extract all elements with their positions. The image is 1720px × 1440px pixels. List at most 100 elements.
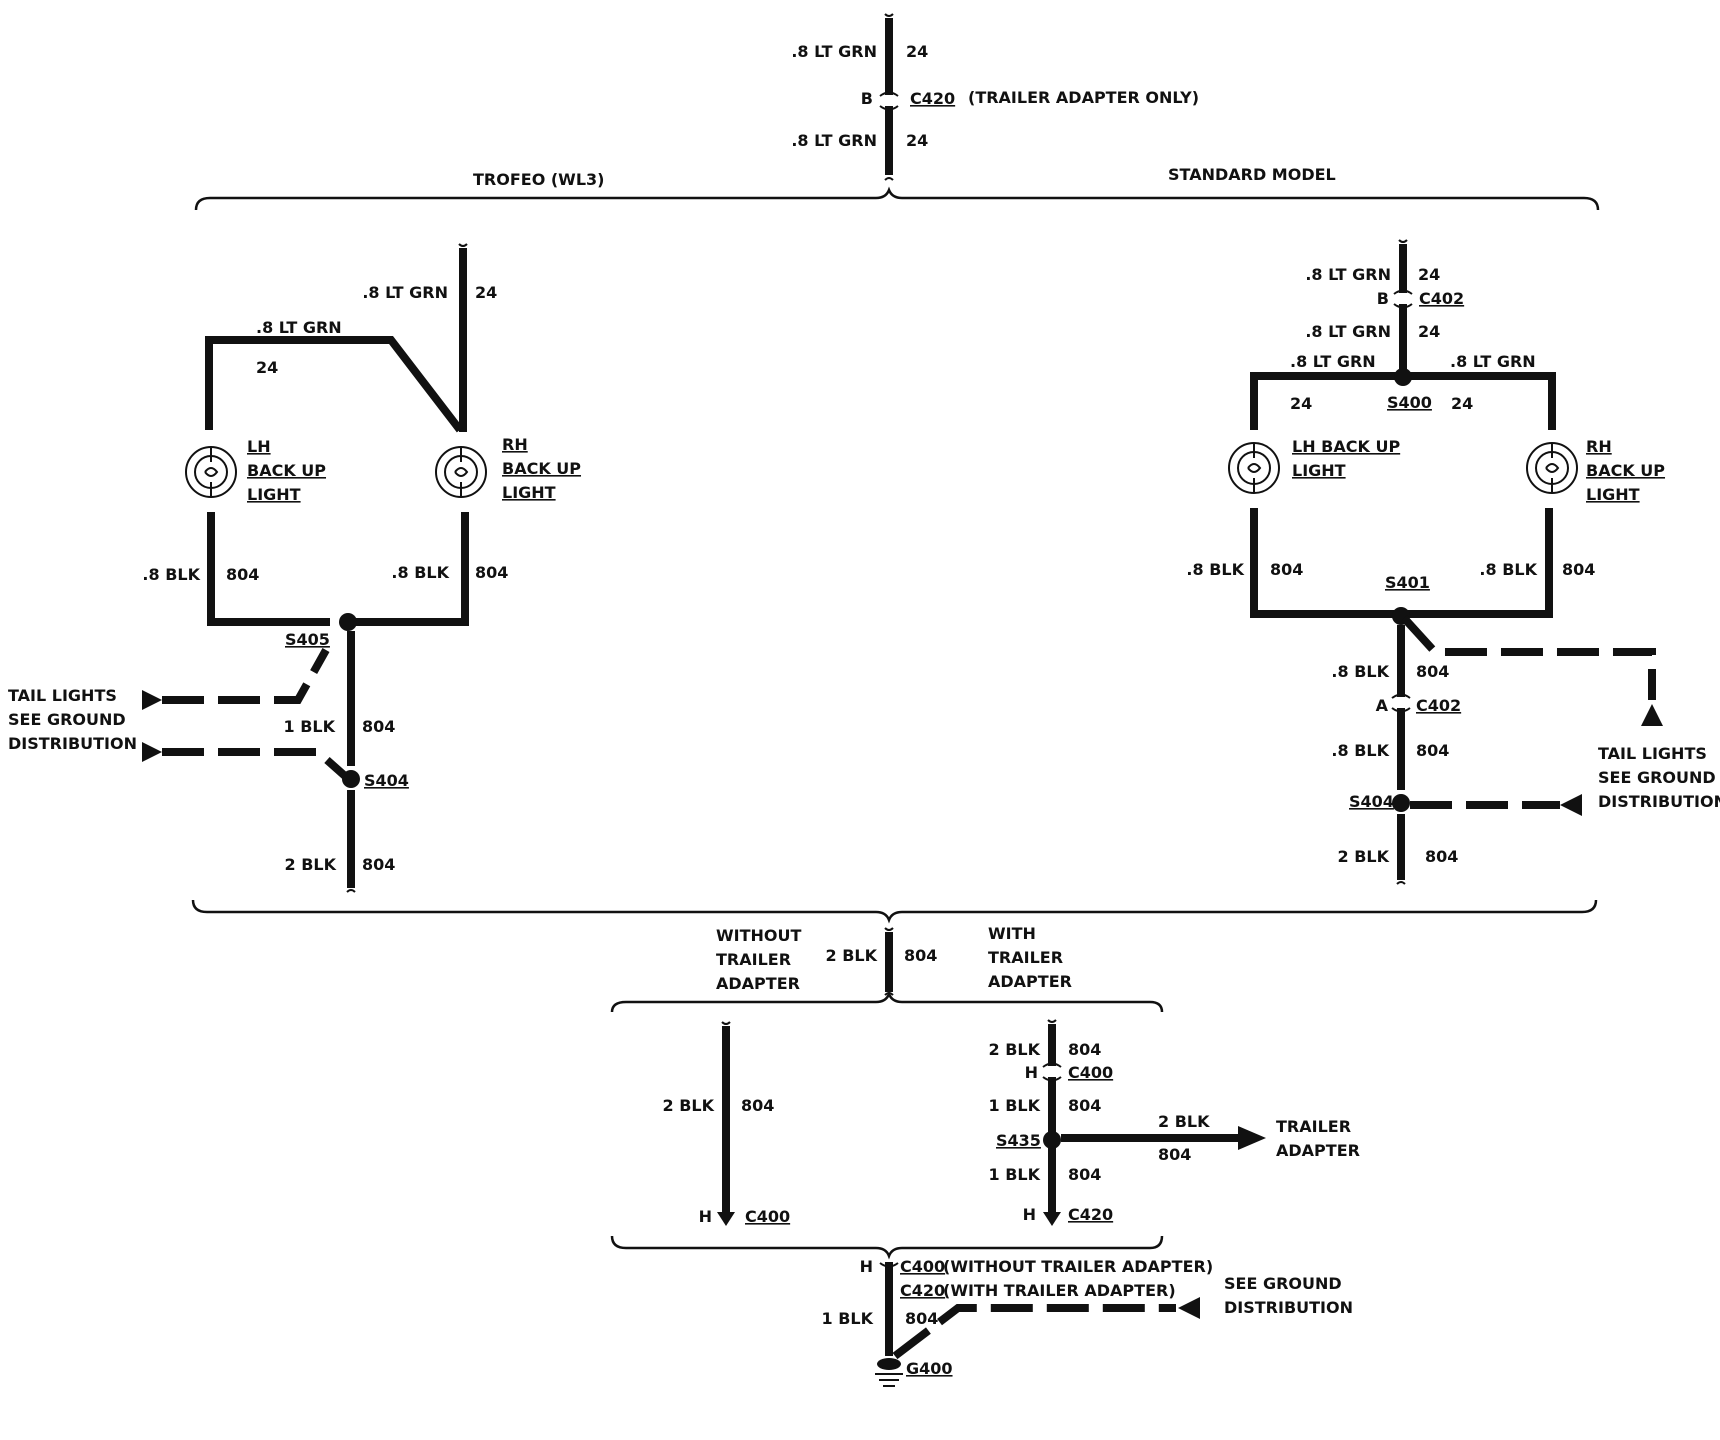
standard-tail-line3: DISTRIBUTION <box>1598 792 1720 811</box>
standard-lh-ground-circuit: 804 <box>1270 560 1303 579</box>
c420-note: (TRAILER ADAPTER ONLY) <box>968 88 1199 107</box>
trofeo-rh-line1: RH <box>502 435 528 454</box>
wire-break-icon <box>884 13 894 181</box>
with-wire2-size: 1 BLK <box>989 1096 1041 1115</box>
merge-wire-circuit: 804 <box>904 946 937 965</box>
standard-tail-dashed-top <box>1401 615 1656 700</box>
trofeo-tail-line2: SEE GROUND <box>8 710 126 729</box>
standard-feed-size: .8 LT GRN <box>1305 265 1391 284</box>
wire-break-icon <box>721 1021 731 1025</box>
connector-icon <box>879 1262 899 1268</box>
standard-right-branch-size: .8 LT GRN <box>1450 352 1536 371</box>
standard-wire-b-size: .8 BLK <box>1331 741 1389 760</box>
standard-lh-line2: LIGHT <box>1292 461 1346 480</box>
trofeo-splice-s404: S404 <box>364 771 409 790</box>
see-ground-line1: SEE GROUND <box>1224 1274 1342 1293</box>
ground-brace <box>610 1235 1164 1260</box>
arrow-icon <box>1238 1126 1266 1150</box>
section-brace <box>194 186 1600 211</box>
with-wire3-size: 1 BLK <box>989 1165 1041 1184</box>
bulb-icon <box>1526 442 1578 494</box>
ground-dashed <box>892 1304 1176 1360</box>
connector-icon <box>1391 693 1411 713</box>
trofeo-circuit: .8 LT GRN 24 .8 LT GRN 24 LH BACK UP LIG… <box>8 243 581 893</box>
standard-rh-ground-size: .8 BLK <box>1479 560 1537 579</box>
standard-rh-ground-circuit: 804 <box>1562 560 1595 579</box>
trofeo-cross-size: .8 LT GRN <box>256 318 342 337</box>
top-wire-lower-circuit: 24 <box>906 131 928 150</box>
splice-dot <box>339 613 357 631</box>
standard-tail-line1: TAIL LIGHTS <box>1598 744 1707 763</box>
connector-icon <box>1043 1212 1061 1226</box>
wire-break-icon <box>1396 881 1406 885</box>
with-conn2-id: C420 <box>1068 1205 1113 1224</box>
standard-rh-line3: LIGHT <box>1586 485 1640 504</box>
standard-feed2-size: .8 LT GRN <box>1305 322 1391 341</box>
top-trunk: .8 LT GRN 24 B C420 (TRAILER ADAPTER ONL… <box>791 13 1199 181</box>
standard-c402a-id: C402 <box>1416 696 1461 715</box>
connector-icon <box>1393 289 1413 309</box>
standard-splice-s400: S400 <box>1387 393 1432 412</box>
c420-id: C420 <box>910 89 955 108</box>
ground-wire-circuit: 804 <box>905 1309 938 1328</box>
trofeo-rh-ground-size: .8 BLK <box>391 563 449 582</box>
section-label-standard: STANDARD MODEL <box>1168 165 1336 184</box>
top-wire-upper-size: .8 LT GRN <box>791 42 877 61</box>
trofeo-cross-circuit: 24 <box>256 358 278 377</box>
adapter-label-line2: ADAPTER <box>1276 1141 1360 1160</box>
top-wire-upper-circuit: 24 <box>906 42 928 61</box>
standard-splice-s401: S401 <box>1385 573 1430 592</box>
trofeo-tail-dashed-1 <box>162 648 330 704</box>
trofeo-lh-line2: BACK UP <box>247 461 326 480</box>
trofeo-rh-ground-circuit: 804 <box>475 563 508 582</box>
wire-break-icon <box>346 889 356 893</box>
ground-note-without: (WITHOUT TRAILER ADAPTER) <box>943 1257 1213 1276</box>
trofeo-out-size: 2 BLK <box>285 855 337 874</box>
with-wire3-circuit: 804 <box>1068 1165 1101 1184</box>
section-label-trofeo: TROFEO (WL3) <box>473 170 604 189</box>
adapter-wire-circuit: 804 <box>1158 1145 1191 1164</box>
splice-dot <box>1394 368 1412 386</box>
bulb-icon <box>1228 442 1280 494</box>
arrow-icon <box>1178 1297 1200 1319</box>
trailer-section: 2 BLK 804 WITHOUT TRAILER ADAPTER WITH T… <box>610 924 1360 1260</box>
standard-rh-line2: BACK UP <box>1586 461 1665 480</box>
ground-wire-size: 1 BLK <box>822 1309 874 1328</box>
adapter-wire-size: 2 BLK <box>1158 1112 1210 1131</box>
with-line2: TRAILER <box>988 948 1063 967</box>
with-splice-s435: S435 <box>996 1131 1041 1150</box>
standard-c402-pin: B <box>1377 289 1389 308</box>
standard-out-circuit: 804 <box>1425 847 1458 866</box>
trofeo-lh-ground-size: .8 BLK <box>142 565 200 584</box>
standard-out-size: 2 BLK <box>1338 847 1390 866</box>
arrow-icon <box>1641 704 1663 726</box>
without-line2: TRAILER <box>716 950 791 969</box>
standard-circuit: .8 LT GRN 24 B C402 .8 LT GRN 24 .8 LT G… <box>1186 239 1720 885</box>
top-wire-lower-size: .8 LT GRN <box>791 131 877 150</box>
c420-pin: B <box>861 89 873 108</box>
standard-lh-ground-size: .8 BLK <box>1186 560 1244 579</box>
with-line3: ADAPTER <box>988 972 1072 991</box>
connector-icon <box>879 91 899 111</box>
with-conn2-pin: H <box>1023 1205 1036 1224</box>
without-conn-pin: H <box>699 1207 712 1226</box>
without-wire-size: 2 BLK <box>663 1096 715 1115</box>
ground-conn-with: C420 <box>900 1281 945 1300</box>
standard-wire-a-circuit: 804 <box>1416 662 1449 681</box>
with-conn1-pin: H <box>1025 1063 1038 1082</box>
trofeo-mid-circuit: 804 <box>362 717 395 736</box>
standard-wire-b-circuit: 804 <box>1416 741 1449 760</box>
trofeo-feed-size: .8 LT GRN <box>362 283 448 302</box>
trofeo-splice-s405: S405 <box>285 630 330 649</box>
trofeo-cross-wire <box>205 336 464 433</box>
without-conn-id: C400 <box>745 1207 790 1226</box>
standard-wire-a-size: .8 BLK <box>1331 662 1389 681</box>
wire-break-icon <box>1398 239 1408 243</box>
trofeo-out-circuit: 804 <box>362 855 395 874</box>
ground-pin: H <box>860 1257 873 1276</box>
merge-brace <box>191 899 1598 924</box>
standard-rh-line1: RH <box>1586 437 1612 456</box>
wire-break-icon <box>458 243 468 247</box>
with-line1: WITH <box>988 924 1036 943</box>
